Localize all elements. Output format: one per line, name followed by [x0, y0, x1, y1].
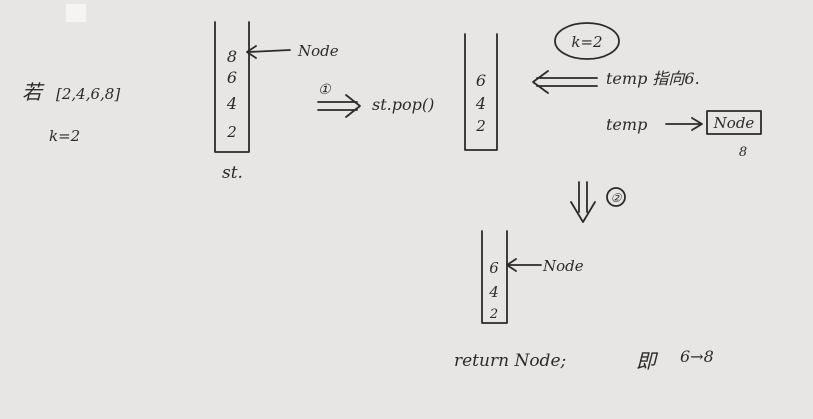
k-badge-text: k=2	[571, 33, 602, 51]
stack-1-item: 4	[226, 94, 237, 113]
note-array: [2,4,6,8]	[56, 85, 120, 103]
step-2-badge-circle	[606, 187, 626, 207]
result-ji: 即	[636, 349, 659, 373]
stack-3-outline	[481, 230, 508, 324]
stack-1-pointer-label: Node	[297, 42, 339, 60]
k-badge-circle	[554, 22, 620, 60]
stack-2-item: 4	[475, 94, 486, 113]
node-box-label: Node	[713, 114, 755, 132]
stack-1-caption: st.	[222, 163, 243, 183]
result-chain: 6→8	[680, 347, 714, 366]
step-1-operation: st.pop()	[372, 95, 434, 114]
stack-1-item: 6	[227, 68, 237, 87]
stack-3-item: 6	[489, 259, 499, 277]
temp-double-arrow	[532, 70, 598, 94]
step-2-double-arrow	[570, 181, 596, 223]
step-1-double-arrow	[317, 94, 361, 118]
node-box	[706, 110, 762, 135]
stack-1-outline	[214, 21, 250, 153]
step-1-badge: ①	[318, 82, 332, 98]
note-k: k=2	[49, 127, 80, 145]
stack-1-pointer-arrow	[246, 45, 291, 59]
stack-3-item: 4	[488, 283, 499, 301]
stack-1-item: 2	[226, 123, 237, 141]
step-2-badge: ②	[611, 191, 623, 205]
stack-3-pointer-label: Node	[542, 257, 584, 275]
stack-3: 6 4 2	[481, 230, 508, 324]
stack-1: 8 6 4 2	[214, 21, 250, 153]
note-prefix: 若	[22, 80, 45, 104]
stack-2-outline	[464, 33, 498, 151]
node-value: 8	[739, 145, 747, 160]
stack-2: 6 4 2	[464, 33, 498, 151]
stack-2-item: 6	[476, 71, 486, 90]
temp-arrow	[665, 117, 703, 131]
light-spot	[66, 4, 86, 22]
stack-1-item: 8	[227, 47, 237, 66]
notes-line-1: temp 指向6.	[606, 69, 700, 88]
stack-3-pointer-arrow	[506, 258, 542, 272]
stack-2-item: 2	[475, 117, 486, 135]
stack-3-item: 2	[489, 307, 498, 322]
result-return: return Node;	[454, 351, 566, 371]
notes-temp: temp	[606, 115, 647, 134]
